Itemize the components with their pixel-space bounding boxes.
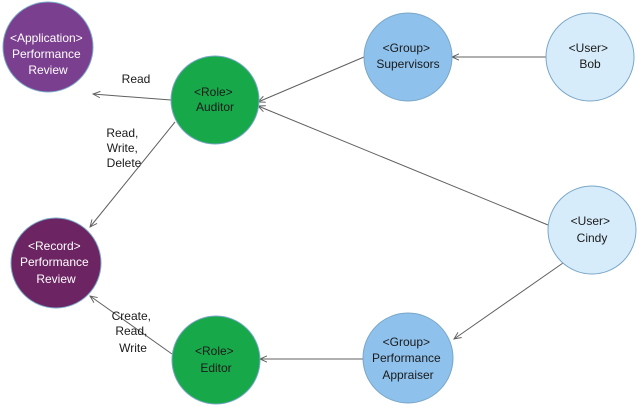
edge-cindy-to-appraiser <box>454 262 564 339</box>
node-label: <Role> Editor <box>195 344 237 375</box>
edge-auditor-to-application <box>93 94 172 101</box>
node-group-appraiser[interactable]: <Group> Performance Appraiser <box>362 312 454 404</box>
node-label: <Role> Auditor <box>194 85 236 114</box>
node-label: <User> Bob <box>569 41 612 71</box>
node-role-editor[interactable]: <Role> Editor <box>171 315 261 405</box>
node-application[interactable]: <Application> Performance Review <box>2 1 94 93</box>
edge-labels: Read Read, Write, Delete Create, Read, W… <box>106 72 155 355</box>
node-role-auditor[interactable]: <Role> Auditor <box>170 55 260 145</box>
node-label: <Application> Performance Review <box>10 31 86 77</box>
node-record[interactable]: <Record> Performance Review <box>10 217 102 309</box>
node-group-supervisors[interactable]: <Group> Supervisors <box>363 12 453 102</box>
node-label: <Record> Performance Review <box>20 239 92 286</box>
appraiser-circle <box>362 312 454 404</box>
edge-auditor-to-record <box>90 121 176 227</box>
cindy-circle <box>547 185 637 275</box>
supervisors-circle <box>363 12 453 102</box>
editor-circle <box>171 315 261 405</box>
application-circle <box>2 1 94 93</box>
bob-circle <box>545 12 635 102</box>
node-label: <Group> Performance Appraiser <box>372 335 444 382</box>
edge-cindy-to-auditor <box>258 106 549 226</box>
edge-editor-to-record <box>90 296 173 355</box>
node-user-bob[interactable]: <User> Bob <box>545 12 635 102</box>
node-user-cindy[interactable]: <User> Cindy <box>547 185 637 275</box>
edges <box>90 56 564 359</box>
node-label: <User> Cindy <box>571 214 614 245</box>
edge-label-editor-record: Create, Read, Write <box>112 309 155 355</box>
node-label: <Group> Supervisors <box>376 41 439 71</box>
edge-label-auditor-application: Read <box>122 72 151 86</box>
record-circle <box>10 217 102 309</box>
edge-label-auditor-record: Read, Write, Delete <box>106 126 141 170</box>
auditor-circle <box>170 55 260 145</box>
edge-supervisors-to-auditor <box>258 56 365 102</box>
